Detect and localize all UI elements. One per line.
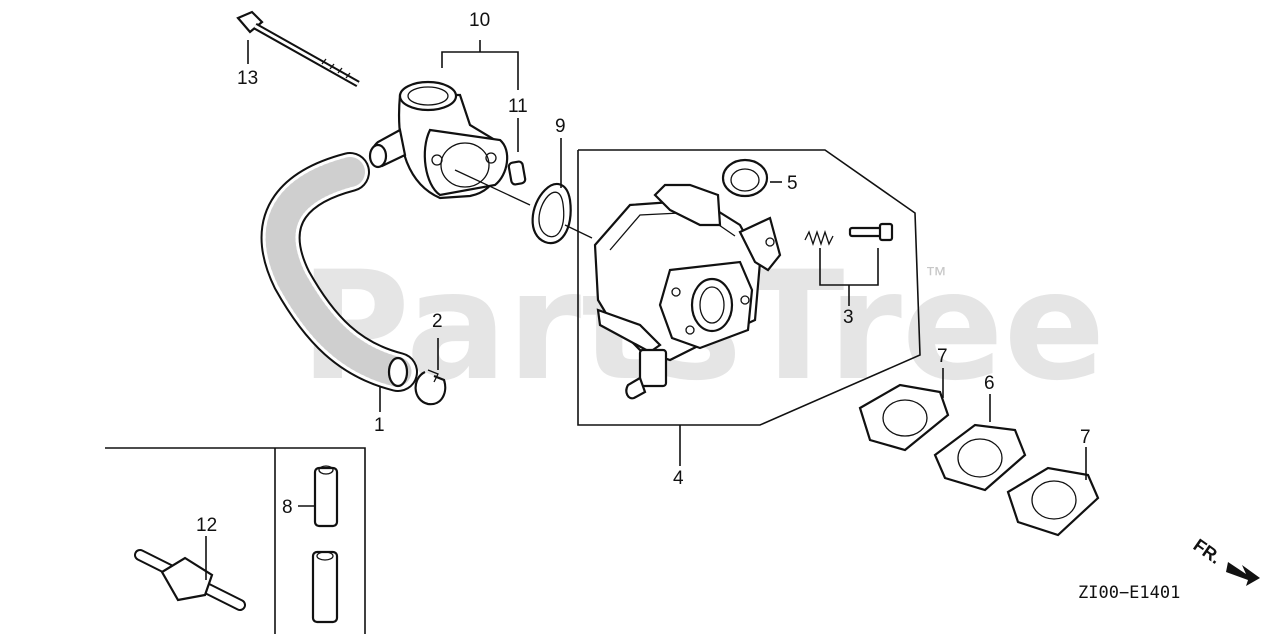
watermark-trademark: ™ xyxy=(925,262,947,287)
diagram-code: ZI00−E1401 xyxy=(1078,583,1180,603)
callout-4: 4 xyxy=(673,468,684,489)
bolt-13[interactable] xyxy=(236,10,360,88)
callout-9: 9 xyxy=(555,116,566,137)
dowel-pin-11[interactable] xyxy=(507,160,527,186)
callout-13: 13 xyxy=(237,68,258,89)
callout-11: 11 xyxy=(508,96,528,117)
insulator-6[interactable] xyxy=(933,423,1027,492)
callout-7-lower: 7 xyxy=(1080,427,1091,448)
tube-8[interactable] xyxy=(311,465,339,624)
callout-8: 8 xyxy=(282,497,293,518)
spring-screw-3[interactable] xyxy=(804,222,894,247)
gasket-9[interactable] xyxy=(531,182,572,245)
callout-12: 12 xyxy=(196,515,217,536)
callout-5: 5 xyxy=(787,173,798,194)
inset-frames xyxy=(105,447,366,634)
hose-1[interactable] xyxy=(260,152,418,392)
clip-2[interactable] xyxy=(414,369,447,406)
leader-lines xyxy=(205,40,1087,580)
fuel-filter-12[interactable] xyxy=(134,549,246,611)
front-direction-indicator: FR. xyxy=(1190,535,1260,586)
carburetor-assembly-box xyxy=(577,149,921,426)
callout-6: 6 xyxy=(984,373,995,394)
carburetor-4[interactable] xyxy=(593,183,782,400)
seal-5[interactable] xyxy=(721,158,769,198)
callout-7-upper: 7 xyxy=(937,346,948,367)
arrow-icon xyxy=(1226,562,1260,586)
callout-1: 1 xyxy=(374,415,385,436)
direction-label: FR. xyxy=(1190,535,1225,568)
gasket-7-upper[interactable] xyxy=(858,383,950,452)
callout-2: 2 xyxy=(432,311,443,332)
callout-3: 3 xyxy=(843,307,854,328)
callout-10: 10 xyxy=(469,10,490,31)
intake-manifold-10[interactable] xyxy=(368,80,509,200)
gasket-7-lower[interactable] xyxy=(1006,466,1100,537)
